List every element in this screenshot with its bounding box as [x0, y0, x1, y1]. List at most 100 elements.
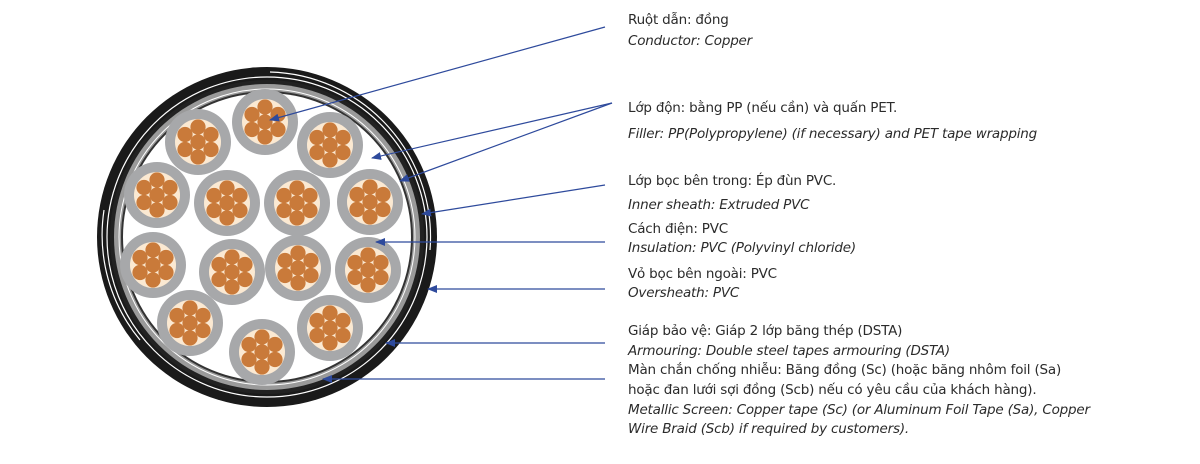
- copper-strand: [375, 201, 391, 218]
- copper-strand: [237, 256, 253, 273]
- copper-strand: [149, 187, 165, 203]
- armour-tape-line-2: [101, 209, 141, 341]
- copper-strand: [322, 152, 338, 168]
- copper-strand: [132, 264, 148, 281]
- copper-strand: [203, 126, 219, 143]
- copper-strand: [322, 122, 338, 138]
- inner-sheath-label-en: Inner sheath: Extruded PVC: [628, 197, 810, 213]
- copper-strand: [195, 322, 211, 339]
- copper-strand: [302, 202, 318, 219]
- copper-strand: [375, 186, 391, 203]
- copper-strand: [257, 99, 273, 115]
- copper-strand: [270, 121, 286, 138]
- insulated-core: [157, 290, 223, 356]
- insulated-core: [265, 235, 331, 301]
- copper-strand: [182, 330, 198, 346]
- copper-strand: [145, 272, 161, 288]
- copper-strand: [190, 134, 206, 150]
- copper-strand: [289, 180, 305, 196]
- copper-strand: [335, 327, 351, 344]
- copper-strand: [224, 264, 240, 280]
- copper-strand: [322, 137, 338, 153]
- cores: [120, 89, 403, 385]
- insulation-label-vi: Cách điện: PVC: [628, 221, 728, 237]
- copper-strand: [177, 126, 193, 143]
- inner-sheath-label-vi: Lớp bọc bên trong: Ép đùn PVC.: [628, 173, 837, 189]
- insulated-core: [264, 170, 330, 236]
- copper-strand: [276, 202, 292, 219]
- insulated-core: [232, 89, 298, 155]
- conductor-label-vi: Ruột dẫn: đồng: [628, 12, 729, 28]
- screen-label-en-1: Metallic Screen: Copper tape (Sc) (or Al…: [628, 402, 1090, 418]
- copper-strand: [347, 254, 363, 271]
- copper-strand: [309, 312, 325, 329]
- copper-strand: [145, 257, 161, 273]
- copper-strand: [290, 275, 306, 291]
- copper-strand: [349, 186, 365, 203]
- copper-strand: [290, 245, 306, 261]
- screen-label-vi-1: Màn chắn chống nhiễu: Băng đồng (Sc) (ho…: [628, 362, 1062, 378]
- copper-strand: [335, 144, 351, 161]
- copper-strand: [162, 179, 178, 196]
- copper-strand: [322, 335, 338, 351]
- copper-strand: [277, 252, 293, 269]
- copper-strand: [224, 279, 240, 295]
- copper-strand: [267, 336, 283, 353]
- copper-strand: [232, 187, 248, 204]
- insulated-core: [120, 232, 186, 298]
- copper-strand: [276, 187, 292, 204]
- copper-strand: [219, 195, 235, 211]
- copper-strand: [289, 195, 305, 211]
- copper-strand: [335, 129, 351, 146]
- armouring-label-vi: Giáp bảo vệ: Giáp 2 lớp băng thép (DSTA): [628, 323, 903, 339]
- copper-strand: [232, 202, 248, 219]
- insulated-core: [297, 112, 363, 178]
- copper-strand: [309, 144, 325, 161]
- insulated-core: [229, 319, 295, 385]
- copper-strand: [169, 307, 185, 324]
- copper-strand: [241, 336, 257, 353]
- copper-strand: [244, 121, 260, 138]
- copper-strand: [290, 260, 306, 276]
- copper-strand: [349, 201, 365, 218]
- copper-strand: [303, 267, 319, 284]
- copper-strand: [244, 106, 260, 123]
- copper-strand: [177, 141, 193, 158]
- copper-strand: [360, 262, 376, 278]
- armouring-label-en: Armouring: Double steel tapes armouring …: [628, 343, 950, 359]
- insulated-core: [337, 169, 403, 235]
- copper-strand: [373, 269, 389, 286]
- copper-strand: [206, 202, 222, 219]
- copper-strand: [322, 305, 338, 321]
- copper-strand: [362, 179, 378, 195]
- copper-strand: [335, 312, 351, 329]
- copper-strand: [219, 180, 235, 196]
- copper-strand: [224, 249, 240, 265]
- copper-strand: [237, 271, 253, 288]
- copper-strand: [136, 194, 152, 211]
- copper-strand: [362, 194, 378, 210]
- copper-strand: [182, 300, 198, 316]
- inner-sheath-arrow: [421, 184, 606, 217]
- screen-label-en-2: Wire Braid (Scb) if required by customer…: [628, 421, 909, 437]
- filler-arrow: [371, 102, 613, 160]
- copper-strand: [182, 315, 198, 331]
- screen-line: [118, 88, 416, 386]
- copper-strand: [132, 249, 148, 266]
- filler-label-vi: Lớp độn: bằng PP (nếu cần) và quấn PET.: [628, 100, 898, 116]
- copper-strand: [206, 187, 222, 204]
- leader-arrows: [269, 26, 613, 383]
- copper-strand: [219, 210, 235, 226]
- filler-label-en: Filler: PP(Polypropylene) (if necessary)…: [628, 126, 1038, 142]
- oversheath-label-en: Oversheath: PVC: [628, 285, 740, 301]
- insulated-core: [194, 170, 260, 236]
- copper-strand: [149, 202, 165, 218]
- insulated-core: [165, 109, 231, 175]
- copper-strand: [149, 172, 165, 188]
- conductor-label-en: Conductor: Copper: [628, 33, 753, 49]
- copper-strand: [360, 277, 376, 293]
- copper-strand: [195, 307, 211, 324]
- copper-strand: [162, 194, 178, 211]
